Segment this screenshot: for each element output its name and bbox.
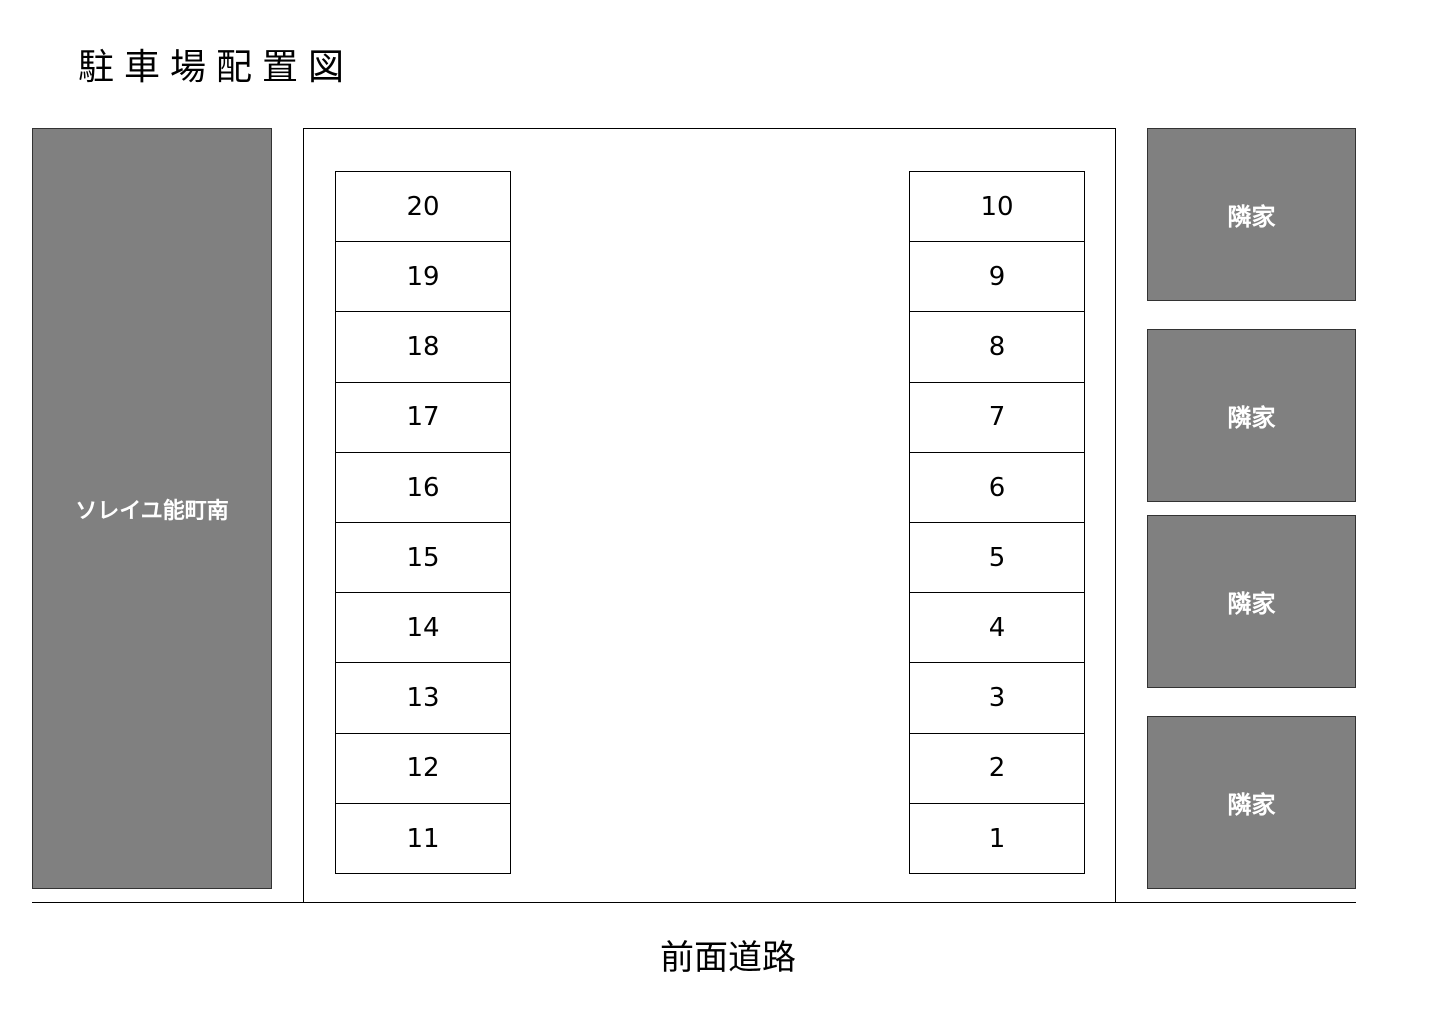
parking-space[interactable]: 12 <box>335 732 511 805</box>
parking-space[interactable]: 20 <box>335 171 511 243</box>
parking-column-left: 20 19 18 17 16 15 14 13 12 11 <box>335 171 511 875</box>
parking-space[interactable]: 1 <box>909 802 1085 875</box>
neighbor-label: 隣家 <box>1227 203 1276 231</box>
page-title: 駐車場配置図 <box>78 47 355 88</box>
parking-space[interactable]: 19 <box>335 241 511 313</box>
parking-space[interactable]: 5 <box>909 521 1085 594</box>
parking-space[interactable]: 8 <box>909 311 1085 384</box>
parking-space[interactable]: 4 <box>909 592 1085 664</box>
parking-space[interactable]: 17 <box>335 381 511 454</box>
neighbor-house: 隣家 <box>1147 716 1356 889</box>
parking-column-right: 10 9 8 7 6 5 4 3 2 1 <box>909 171 1085 875</box>
parking-space[interactable]: 9 <box>909 241 1085 313</box>
parking-space[interactable]: 15 <box>335 521 511 594</box>
road-label: 前面道路 <box>660 938 796 978</box>
neighbor-house: 隣家 <box>1147 128 1356 301</box>
parking-space[interactable]: 16 <box>335 451 511 524</box>
parking-space[interactable]: 7 <box>909 381 1085 454</box>
neighbor-house: 隣家 <box>1147 515 1356 688</box>
building-label: ソレイユ能町南 <box>75 498 229 524</box>
parking-space[interactable]: 10 <box>909 171 1085 243</box>
road-edge-line <box>32 902 1356 903</box>
parking-space[interactable]: 14 <box>335 592 511 664</box>
neighbor-label: 隣家 <box>1227 791 1276 819</box>
neighbor-label: 隣家 <box>1227 590 1276 618</box>
parking-space[interactable]: 6 <box>909 451 1085 524</box>
parking-space[interactable]: 2 <box>909 732 1085 805</box>
parking-space[interactable]: 11 <box>335 802 511 875</box>
parking-space[interactable]: 18 <box>335 311 511 384</box>
neighbor-label: 隣家 <box>1227 404 1276 432</box>
building-soleil: ソレイユ能町南 <box>32 128 272 889</box>
neighbor-house: 隣家 <box>1147 329 1356 502</box>
parking-space[interactable]: 3 <box>909 662 1085 734</box>
parking-space[interactable]: 13 <box>335 662 511 734</box>
